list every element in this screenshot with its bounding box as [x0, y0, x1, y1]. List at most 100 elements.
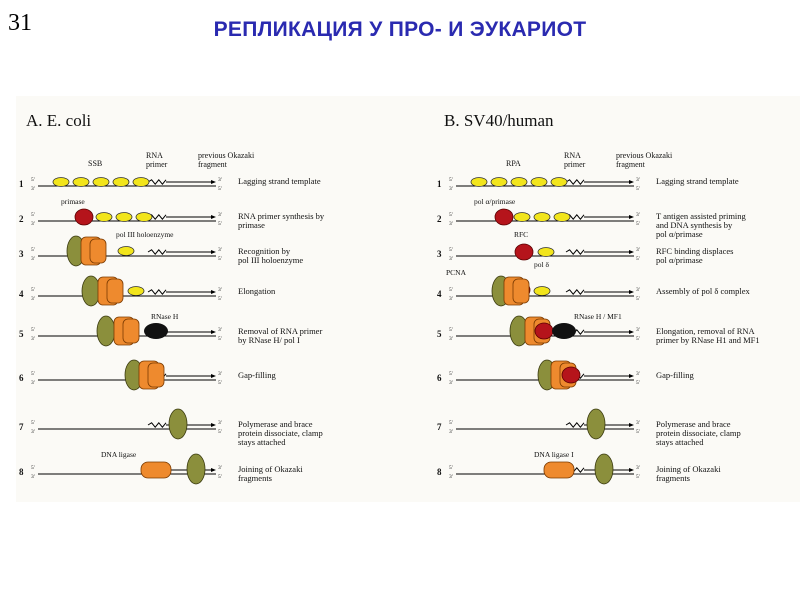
five-prime-label: 5': [31, 327, 35, 333]
clamp-protein: [187, 454, 205, 484]
three-prime-label: 3': [31, 221, 35, 227]
five-prime-end-label: 5': [636, 256, 640, 262]
three-prime-label: 3': [31, 380, 35, 386]
ssb-protein: [113, 178, 129, 187]
three-prime-label: 3': [449, 296, 453, 302]
step-label: DNA ligase: [101, 450, 137, 459]
top-protein-label: RPA: [506, 159, 521, 168]
ssb-protein: [118, 247, 134, 256]
arrowhead: [629, 468, 634, 472]
step-description: fragments: [656, 473, 690, 483]
step-description: primase: [238, 220, 265, 230]
step-label-2: pol δ: [534, 260, 549, 269]
three-prime-end-label: 3': [218, 327, 222, 333]
three-prime-label: 3': [449, 221, 453, 227]
step-label: RNase H: [151, 312, 179, 321]
three-prime-end-label: 3': [218, 420, 222, 426]
polymerase-subunit: [107, 279, 123, 303]
five-prime-end-label: 5': [218, 221, 222, 227]
step-description: stays attached: [656, 437, 704, 447]
primase: [495, 209, 513, 225]
arrowhead: [629, 250, 634, 254]
ssb-protein: [531, 178, 547, 187]
five-prime-label: 5': [31, 247, 35, 253]
arrowhead: [211, 250, 216, 254]
step-number: 3: [437, 249, 442, 259]
step-label: pol α/primase: [474, 197, 516, 206]
step-description: Gap-filling: [238, 370, 277, 380]
polymerase-subunit: [148, 363, 164, 387]
five-prime-label: 5': [31, 287, 35, 293]
five-prime-end-label: 5': [636, 186, 640, 192]
three-prime-end-label: 3': [218, 287, 222, 293]
three-prime-label: 3': [31, 256, 35, 262]
three-prime-label: 3': [449, 429, 453, 435]
step-description: pol α/primase: [656, 255, 703, 265]
okazaki-label-2: fragment: [616, 160, 646, 169]
five-prime-end-label: 5': [218, 256, 222, 262]
step-description: primer by RNase H1 and MF1: [656, 335, 760, 345]
five-prime-end-label: 5': [636, 380, 640, 386]
step-description: Lagging strand template: [656, 176, 739, 186]
five-prime-label: 5': [449, 212, 453, 218]
step-number: 2: [437, 214, 442, 224]
five-prime-end-label: 5': [218, 186, 222, 192]
five-prime-end-label: 5': [218, 429, 222, 435]
step-description: by RNase H/ pol I: [238, 335, 300, 345]
ssb-protein: [471, 178, 487, 187]
arrowhead: [629, 330, 634, 334]
rna-primer: [148, 290, 166, 294]
five-prime-end-label: 5': [218, 380, 222, 386]
primase: [535, 323, 553, 339]
five-prime-end-label: 5': [218, 296, 222, 302]
rna-primer: [566, 290, 584, 294]
okazaki-label-2: fragment: [198, 160, 228, 169]
three-prime-end-label: 3': [636, 465, 640, 471]
three-prime-end-label: 3': [218, 247, 222, 253]
ssb-protein: [511, 178, 527, 187]
three-prime-end-label: 3': [636, 247, 640, 253]
five-prime-end-label: 5': [218, 336, 222, 342]
five-prime-end-label: 5': [636, 336, 640, 342]
arrowhead: [211, 180, 216, 184]
five-prime-end-label: 5': [636, 221, 640, 227]
ssb-protein: [128, 287, 144, 296]
arrowhead: [211, 215, 216, 219]
three-prime-label: 3': [449, 186, 453, 192]
ssb-protein: [53, 178, 69, 187]
step-number: 3: [19, 249, 24, 259]
polymerase-subunit: [123, 319, 139, 343]
ssb-protein: [96, 213, 112, 222]
rna-primer-label-2: primer: [564, 160, 586, 169]
step-label: PCNA: [446, 268, 467, 277]
panel-heading: B. SV40/human: [444, 111, 554, 130]
step-number: 1: [19, 179, 24, 189]
step-label: RFC: [514, 230, 528, 239]
five-prime-end-label: 5': [218, 474, 222, 480]
slide-title: РЕПЛИКАЦИЯ У ПРО- И ЭУКАРИОТ: [0, 18, 800, 42]
step-label: DNA ligase I: [534, 450, 574, 459]
ssb-protein: [93, 178, 109, 187]
five-prime-label: 5': [449, 327, 453, 333]
arrowhead: [629, 180, 634, 184]
step-label: RNase H / MF1: [574, 312, 622, 321]
polymerase-subunit: [513, 279, 529, 303]
three-prime-end-label: 3': [218, 371, 222, 377]
arrowhead: [629, 423, 634, 427]
step-description: Assembly of pol δ complex: [656, 286, 750, 296]
dna-ligase: [141, 462, 171, 478]
ssb-protein: [534, 213, 550, 222]
three-prime-label: 3': [449, 474, 453, 480]
three-prime-label: 3': [31, 186, 35, 192]
rna-primer-label-1: RNA: [146, 151, 163, 160]
clamp-protein: [595, 454, 613, 484]
step-number: 2: [19, 214, 24, 224]
five-prime-label: 5': [449, 177, 453, 183]
three-prime-label: 3': [31, 336, 35, 342]
ssb-protein: [514, 213, 530, 222]
step-description: fragments: [238, 473, 272, 483]
step-number: 6: [19, 373, 24, 383]
step-number: 1: [437, 179, 442, 189]
rnase-protein: [144, 323, 168, 339]
three-prime-end-label: 3': [636, 287, 640, 293]
